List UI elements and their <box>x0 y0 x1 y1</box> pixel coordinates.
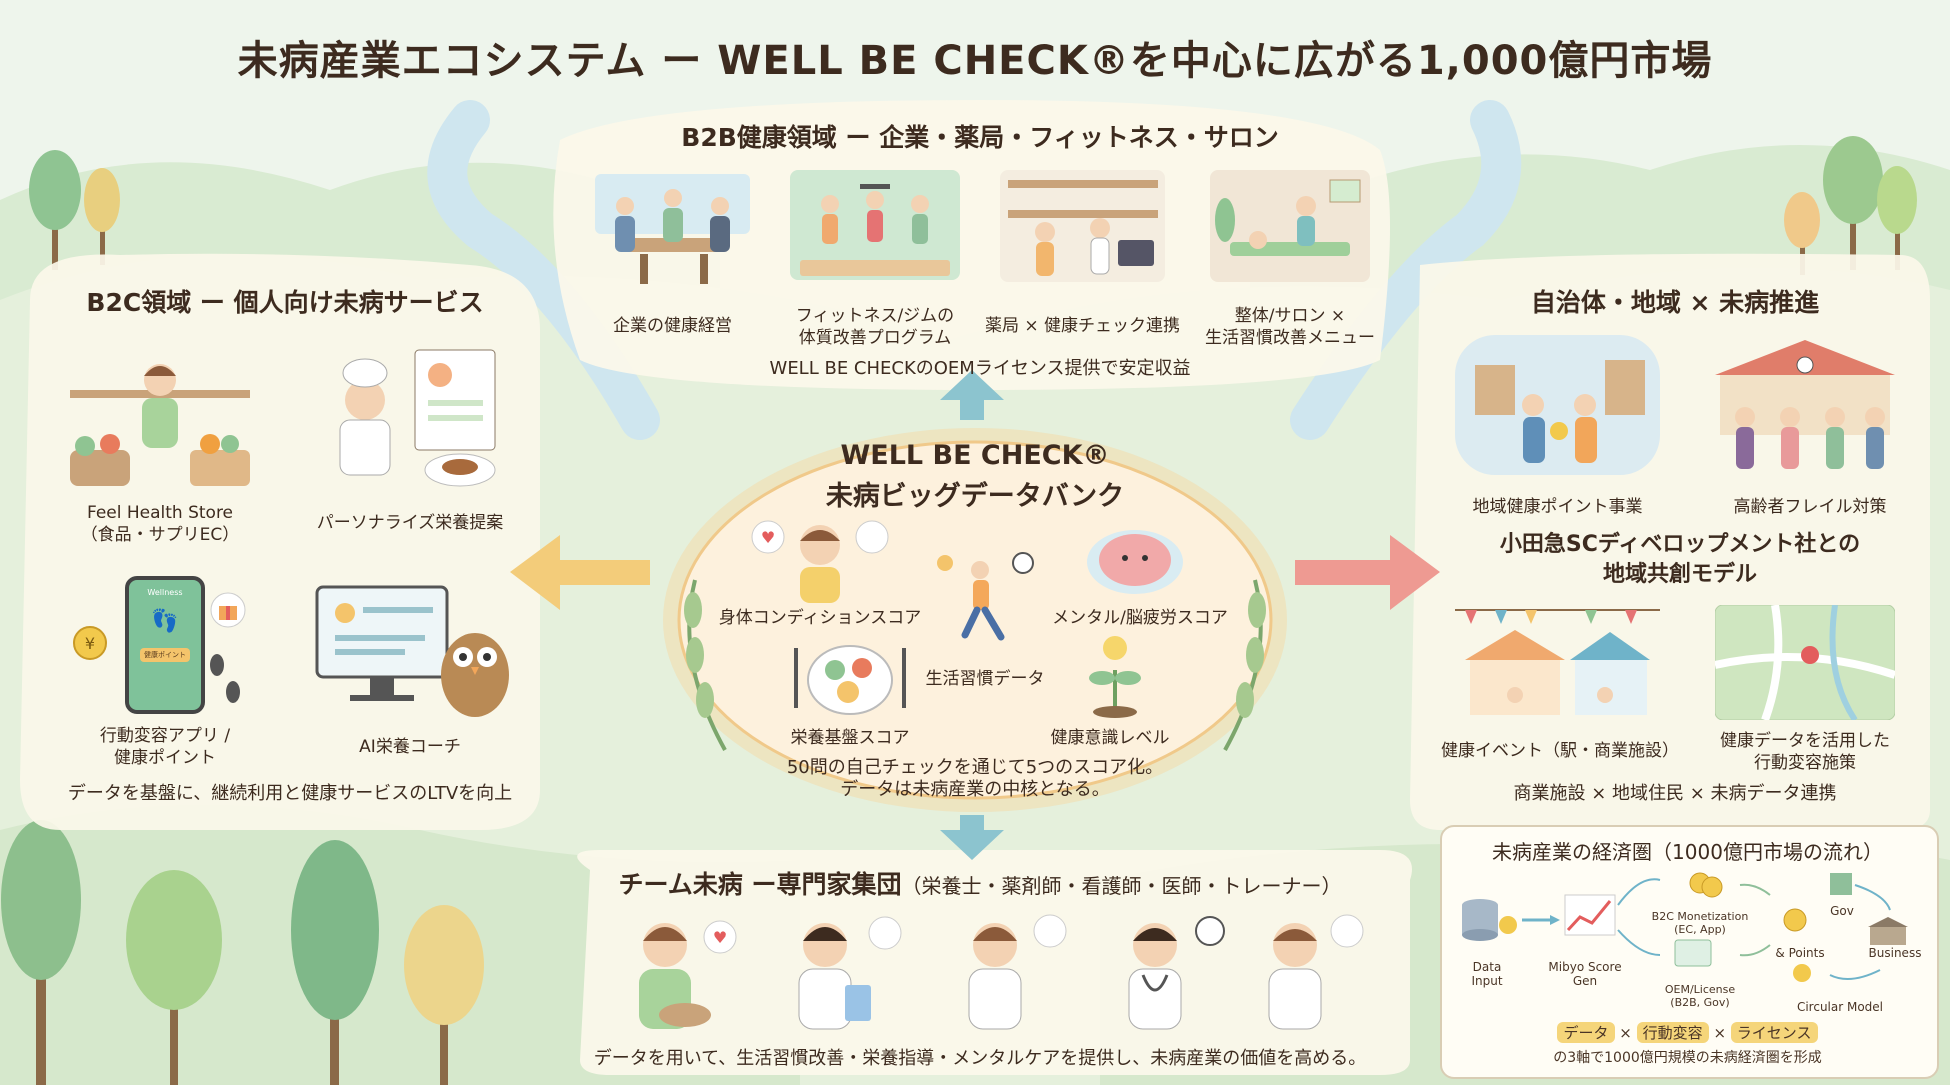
b2c-heading: B2C領域 ー 個人向け未病サービス <box>86 288 484 317</box>
team-heading: チーム未病 ー専門家集団（栄養士・薬剤師・看護師・医師・トレーナー） <box>600 865 1360 901</box>
econ-data-input: Data Input <box>1471 960 1503 988</box>
center-subtitle: 未病ビッグデータバンク <box>825 481 1125 512</box>
local-note: 商業施設 × 地域住民 × 未病データ連携 <box>1513 783 1837 804</box>
svg-text:♥: ♥ <box>713 928 727 947</box>
econ-gov: Gov <box>1830 904 1854 918</box>
footprint-icon: 👣 <box>151 609 179 634</box>
b2c-item-behavior-app: 行動変容アプリ / 健康ポイント <box>99 726 231 768</box>
econ-points: & Points <box>1775 946 1825 960</box>
econ-business: Business <box>1868 946 1922 960</box>
app-title: Wellness <box>147 588 183 597</box>
b2b-item-pharmacy: 薬局 × 健康チェック連携 <box>984 316 1181 336</box>
econ-circular-model: Circular Model <box>1796 1000 1884 1014</box>
b2b-heading: B2B健康領域 ー 企業・薬局・フィットネス・サロン <box>681 123 1279 152</box>
svg-text:¥: ¥ <box>85 634 95 653</box>
health-store-illustration <box>70 364 250 486</box>
pill-behavior: 行動変容 <box>1636 1022 1709 1043</box>
expert-team-illustration: ♥ <box>639 914 1364 1030</box>
local-item-event: 健康イベント（駅・商業施設） <box>1441 741 1679 761</box>
brain-icon <box>1087 530 1183 594</box>
local-heading: 自治体・地域 × 未病推進 <box>1530 288 1820 317</box>
fitness-gym-illustration <box>790 170 960 280</box>
sprout-lightbulb-icon <box>1089 636 1141 718</box>
runner-illustration <box>937 552 1034 641</box>
svg-text:♥: ♥ <box>761 528 775 547</box>
b2b-item-fitness: フィットネス/ジムの 体質改善プログラム <box>795 306 955 348</box>
chef-nutrition-illustration <box>339 349 496 487</box>
gift-icon <box>210 592 246 628</box>
local-model-text: 小田急SCディベロップメント社との 地域共創モデル <box>1499 532 1861 587</box>
team-note: データを用いて、生活習慣改善・栄養指導・メンタルケアを提供し、未病産業の価値を高… <box>593 1048 1367 1069</box>
b2c-item-health-store: Feel Health Store （食品・サプリEC） <box>80 503 240 545</box>
local-health-points-illustration <box>1455 335 1660 475</box>
econ-oem-license: OEM/License (B2B, Gov) <box>1664 983 1736 1009</box>
b2c-item-ai-coach: AI栄養コーチ <box>359 737 461 757</box>
score-body-condition: 身体コンディションスコア <box>718 608 922 628</box>
team-heading-main: チーム未病 ー専門家集団 <box>618 870 902 899</box>
ai-coach-illustration <box>315 585 509 717</box>
center-note: 50問の自己チェックを通じて5つのスコア化。 データは未病産業の中核となる。 <box>786 757 1164 800</box>
local-item-behavior-policy: 健康データを活用した 行動変容施策 <box>1720 731 1890 773</box>
team-heading-sub: （栄養士・薬剤師・看護師・医師・トレーナー） <box>901 874 1342 898</box>
economy-pills: データ × 行動変容 × ライセンス <box>1445 1022 1930 1043</box>
score-health-awareness: 健康意識レベル <box>1050 728 1170 748</box>
meal-plate-illustration <box>794 645 906 715</box>
body-condition-illustration: ♥ <box>751 520 889 603</box>
b2b-item-corporate: 企業の健康経営 <box>613 316 732 336</box>
economy-flow-diagram <box>1462 872 1908 982</box>
economy-heading: 未病産業の経済圏（1000億円市場の流れ） <box>1492 840 1883 864</box>
page-title: 未病産業エコシステム ー WELL BE CHECK®を中心に広がる1,000億… <box>237 38 1713 84</box>
app-points-button[interactable]: 健康ポイント <box>140 648 190 662</box>
econ-score-gen: Mibyo Score Gen <box>1548 960 1622 988</box>
elderly-frailty-illustration <box>1715 340 1895 469</box>
health-event-illustration <box>1455 609 1660 715</box>
times-2: × <box>1713 1024 1727 1042</box>
pill-license: ライセンス <box>1730 1022 1818 1043</box>
econ-b2c-monetization: B2C Monetization (EC, App) <box>1651 910 1749 936</box>
b2b-note: WELL BE CHECKのOEMライセンス提供で安定収益 <box>769 358 1191 379</box>
center-title: WELL BE CHECK® <box>840 440 1110 471</box>
b2c-item-personalized-nutrition: パーソナライズ栄養提案 <box>316 513 504 533</box>
score-mental: メンタル/脳疲労スコア <box>1052 608 1228 628</box>
pharmacy-illustration <box>1000 170 1165 282</box>
score-lifestyle: 生活習慣データ <box>925 669 1045 689</box>
map-illustration <box>1715 605 1895 720</box>
salon-massage-illustration <box>1210 170 1370 282</box>
economy-footer: の3軸で1000億円規模の未病経済圏を形成 <box>1553 1050 1822 1066</box>
footsteps-icon <box>210 654 240 703</box>
local-item-points: 地域健康ポイント事業 <box>1472 497 1643 517</box>
yen-coin-icon: ¥ <box>73 626 107 660</box>
local-item-frailty: 高齢者フレイル対策 <box>1733 497 1887 517</box>
behavior-app-phone: Wellness 👣 健康ポイント <box>125 576 205 714</box>
b2c-note: データを基盤に、継続利用と健康サービスのLTVを向上 <box>67 783 513 804</box>
pill-data: データ <box>1557 1022 1615 1043</box>
score-nutrition: 栄養基盤スコア <box>790 728 910 748</box>
times-1: × <box>1619 1024 1632 1042</box>
corporate-meeting-illustration <box>595 174 750 284</box>
b2b-item-salon: 整体/サロン × 生活習慣改善メニュー <box>1205 306 1375 348</box>
